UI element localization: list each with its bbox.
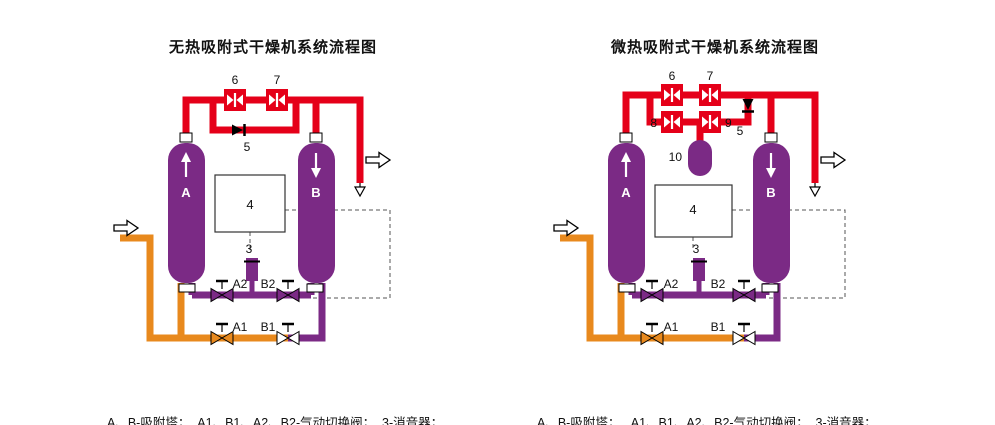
check-valve-6-icon [222, 87, 248, 113]
up-arrow-icon [621, 152, 631, 162]
pipe-purge-line [209, 100, 300, 134]
tank-b-bottom-neck [761, 283, 779, 293]
check-valve-7-icon [264, 87, 290, 113]
throttle-valve-5-label: 5 [737, 124, 744, 138]
diagram-heatless: A B 6 7 5 4 3 [113, 73, 391, 346]
down-arrow-icon [311, 168, 321, 178]
check-valve-8-icon [659, 109, 685, 135]
valve-b2-label: B2 [711, 277, 726, 291]
controller-label: 4 [689, 202, 696, 217]
valve-a2-label: A2 [233, 277, 248, 291]
inlet-arrow-icon [553, 219, 579, 237]
legend-left-line1: A、B-吸附塔； A1、B1、A2、B2-气动切换阀； 3-消音器； [107, 416, 444, 425]
check-valve-9-icon [697, 109, 723, 135]
throttle-valve-5-icon [230, 122, 246, 138]
heater [688, 140, 712, 176]
check-valve-7-icon [697, 82, 723, 108]
inlet-arrow-icon [113, 219, 139, 237]
tank-a-neck [619, 132, 633, 143]
tank-a-bottom-neck [178, 283, 196, 293]
diagram-title-left: 无热吸附式干燥机系统流程图 [168, 39, 377, 56]
check-valve-7-label: 7 [707, 69, 714, 83]
tower-b-label: B [311, 185, 320, 200]
tower-a-label: A [621, 185, 631, 200]
check-valve-6-label: 6 [669, 69, 676, 83]
drain-valve-icon [354, 182, 366, 197]
legend-right-line1: A、B-吸附塔； A1、B1、A2、B2-气动切换阀； 3-消音器； [537, 416, 877, 425]
valve-a2-label: A2 [664, 277, 679, 291]
muffler-icon [690, 257, 708, 282]
tower-a: A [608, 143, 645, 283]
down-arrow-icon [766, 168, 776, 178]
up-arrow-icon [181, 152, 191, 162]
legend-left: A、B-吸附塔； A1、B1、A2、B2-气动切换阀； 3-消音器； 4-程序控… [107, 368, 443, 425]
tower-b-label: B [766, 185, 775, 200]
tower-b: B [298, 143, 335, 283]
valve-b1-label: B1 [711, 320, 726, 334]
check-valve-6-icon [659, 82, 685, 108]
valve-b1-label: B1 [261, 320, 276, 334]
drain-valve-icon [809, 182, 821, 197]
tower-b: B [753, 143, 790, 283]
tank-b-bottom-neck [306, 283, 324, 293]
tank-a-bottom-neck [618, 283, 636, 293]
tank-a-neck [179, 132, 193, 143]
controller-box [214, 174, 286, 233]
valve-a1-label: A1 [233, 320, 248, 334]
diagram-heated: 10 A B 6 7 [553, 69, 846, 346]
controller-label: 4 [246, 197, 253, 212]
throttle-valve-5-label: 5 [244, 140, 251, 154]
outlet-arrow-icon [820, 151, 846, 169]
pipe-inlet-orange [560, 234, 744, 342]
tower-a: A [168, 143, 205, 283]
outlet-arrow-icon [365, 151, 391, 169]
valve-a1-label: A1 [664, 320, 679, 334]
valve-b2-label: B2 [261, 277, 276, 291]
tower-a-label: A [181, 185, 191, 200]
check-valve-7-label: 7 [274, 73, 281, 87]
controller-box [654, 184, 733, 238]
muffler-label: 3 [693, 242, 700, 256]
heater-label: 10 [669, 150, 683, 164]
check-valve-8-label: 8 [650, 116, 657, 130]
control-line-dashed [285, 209, 391, 299]
tank-b-neck [309, 132, 323, 143]
legend-right: A、B-吸附塔； A1、B1、A2、B2-气动切换阀； 3-消音器； 4-程序控… [537, 368, 888, 425]
muffler-label: 3 [246, 242, 253, 256]
tank-b-neck [764, 132, 778, 143]
diagram-title-right: 微热吸附式干燥机系统流程图 [610, 39, 819, 56]
check-valve-9-label: 9 [725, 116, 732, 130]
throttle-valve-5-icon [740, 97, 756, 113]
check-valve-6-label: 6 [232, 73, 239, 87]
